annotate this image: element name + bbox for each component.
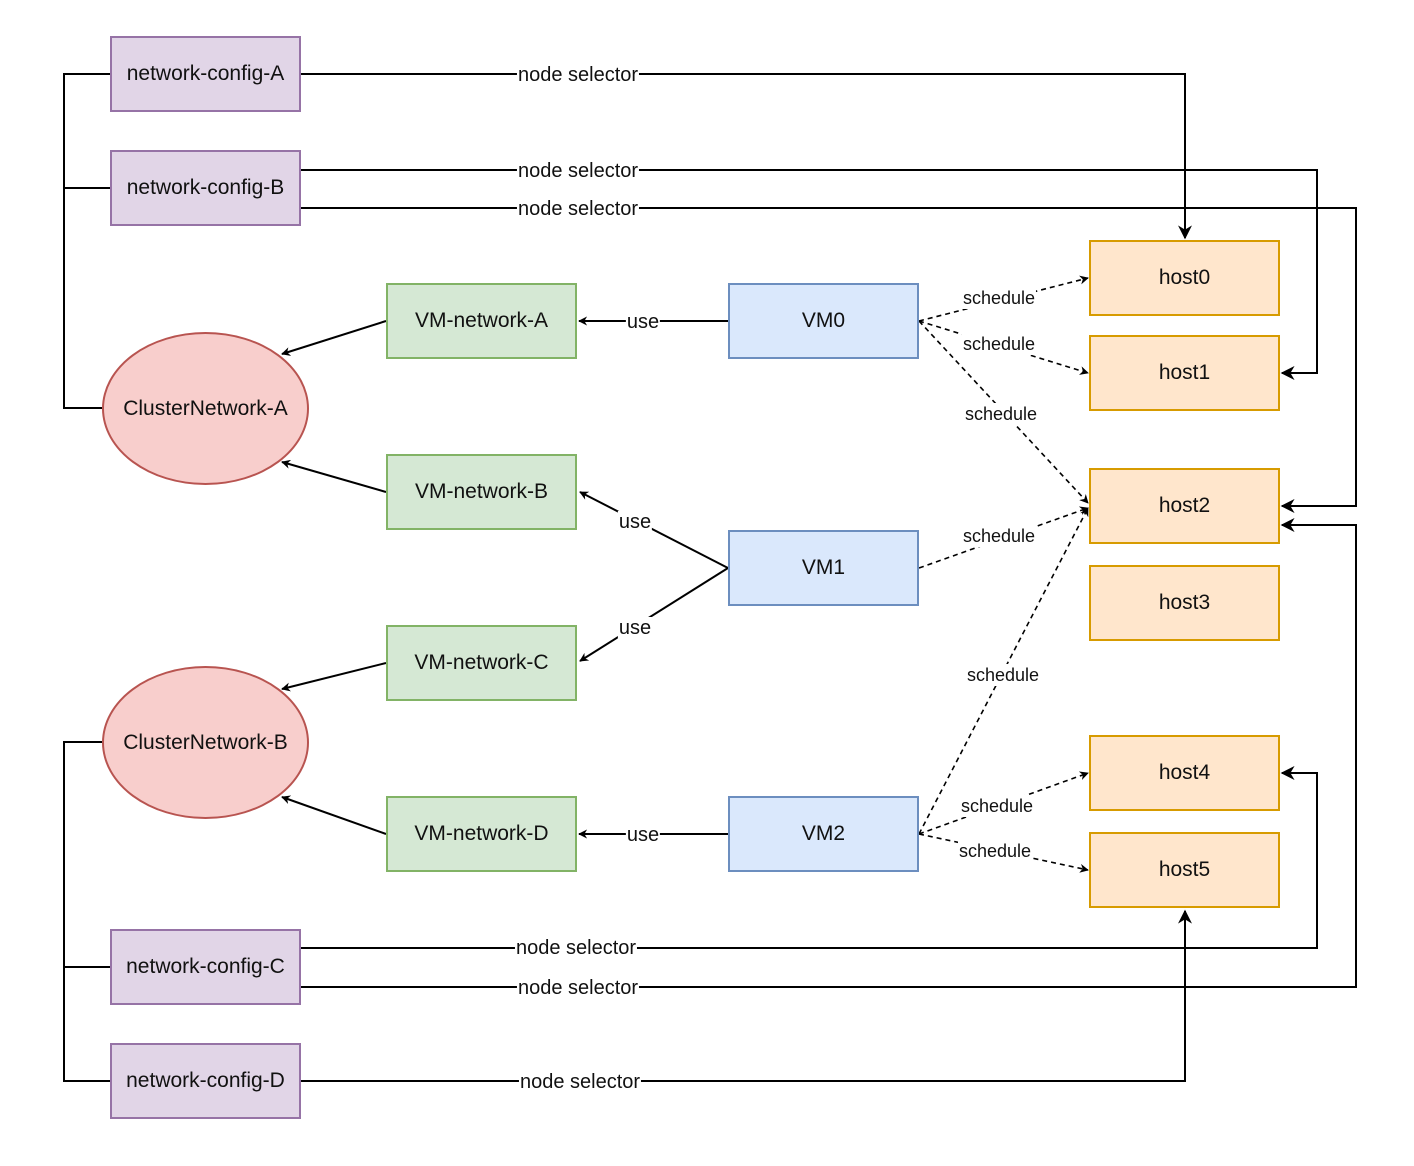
network-config-c-label: network-config-C [126,955,285,978]
node-selector-label-c1: node selector [514,937,638,959]
edge-config-c-host2 [301,518,1357,988]
network-config-a[interactable]: network-config-A [110,36,301,112]
vm2-label: VM2 [801,822,846,845]
edge-vmnet-b-cluster-a [281,459,387,493]
edge-config-d-host5 [301,909,1192,1082]
edge-vmnet-a-cluster-a [281,320,387,356]
network-config-d-label: network-config-D [126,1069,285,1092]
edge-config-d-cluster-b [63,741,110,1082]
network-config-b[interactable]: network-config-B [110,150,301,226]
schedule-label-vm0-host0: schedule [961,287,1037,309]
network-config-c[interactable]: network-config-C [110,929,301,1005]
edge-vmnet-c-cluster-b [281,662,387,692]
host0-label: host0 [1158,266,1211,289]
vm-network-d-label: VM-network-D [414,822,549,845]
vm-network-c[interactable]: VM-network-C [386,625,577,701]
host5-node[interactable]: host5 [1089,832,1280,908]
edge-vm1-vmnet-b [579,491,729,569]
node-selector-label-b1: node selector [516,160,640,182]
edge-config-b-host1 [301,169,1318,380]
cluster-network-a-label: ClusterNetwork-A [123,396,288,420]
use-label-vm1-c: use [617,617,653,639]
schedule-label-vm1-host2: schedule [961,525,1037,547]
vm-network-b-label: VM-network-B [414,480,549,503]
host2-node[interactable]: host2 [1089,468,1280,544]
vm1-label: VM1 [801,556,846,579]
edge-vmnet-d-cluster-b [281,795,387,835]
vm-network-a-label: VM-network-A [414,309,549,332]
schedule-label-vm0-host2: schedule [963,403,1039,425]
host3-node[interactable]: host3 [1089,565,1280,641]
host4-node[interactable]: host4 [1089,735,1280,811]
schedule-label-vm2-host5: schedule [957,840,1033,862]
cluster-network-a[interactable]: ClusterNetwork-A [102,332,309,485]
use-label-vm2: use [625,824,661,846]
vm-network-a[interactable]: VM-network-A [386,283,577,359]
edge-vm0-host1 [918,320,1089,375]
edge-vm2-host5 [918,833,1089,873]
vm-network-c-label: VM-network-C [414,651,549,674]
use-label-vm0: use [625,311,661,333]
schedule-label-vm2-host4: schedule [959,795,1035,817]
schedule-label-vm2-host2: schedule [965,664,1041,686]
host3-label: host3 [1158,591,1211,614]
edge-config-a-cluster-a [63,73,110,409]
schedule-label-vm0-host1: schedule [961,333,1037,355]
edge-vm1-vmnet-c [579,567,729,662]
vm-network-b[interactable]: VM-network-B [386,454,577,530]
vm2-node[interactable]: VM2 [728,796,919,872]
host1-label: host1 [1158,361,1211,384]
edge-config-a-host0 [301,73,1192,240]
host1-node[interactable]: host1 [1089,335,1280,411]
network-config-a-label: network-config-A [126,62,285,85]
cluster-network-b-label: ClusterNetwork-B [123,730,288,754]
node-selector-label-b2: node selector [516,198,640,220]
edge-vm1-host2 [918,506,1089,569]
edge-vm2-host4 [918,771,1089,835]
vm-network-d[interactable]: VM-network-D [386,796,577,872]
edge-config-c-host4 [301,766,1318,949]
network-config-b-label: network-config-B [126,176,285,199]
host2-label: host2 [1158,494,1211,517]
host4-label: host4 [1158,761,1211,784]
cluster-network-b[interactable]: ClusterNetwork-B [102,666,309,819]
node-selector-label-d: node selector [518,1071,642,1093]
edge-config-b-host2 [301,207,1357,513]
vm0-label: VM0 [801,309,846,332]
edge-vm0-host0 [918,275,1089,322]
node-selector-label-c2: node selector [516,977,640,999]
host5-label: host5 [1158,858,1211,881]
vm0-node[interactable]: VM0 [728,283,919,359]
vm1-node[interactable]: VM1 [728,530,919,606]
network-config-d[interactable]: network-config-D [110,1043,301,1119]
use-label-vm1-b: use [617,511,653,533]
host0-node[interactable]: host0 [1089,240,1280,316]
node-selector-label-a: node selector [516,64,640,86]
